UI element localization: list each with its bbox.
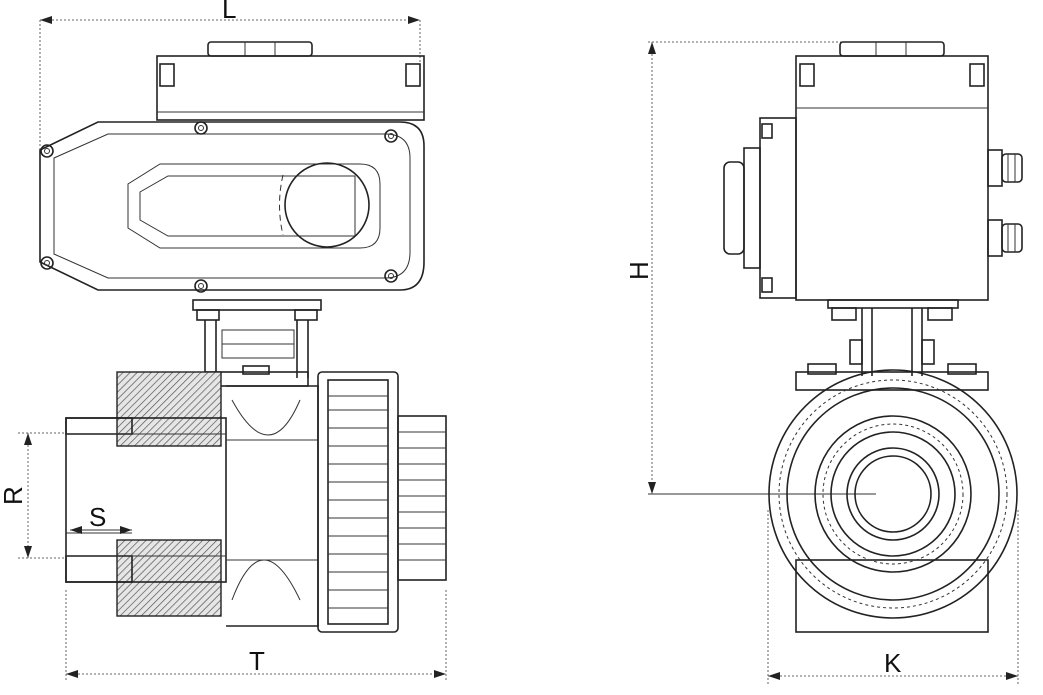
label-k: K bbox=[884, 648, 902, 678]
dimension-l bbox=[39, 16, 421, 150]
dimension-s bbox=[70, 526, 132, 534]
side-view: H bbox=[624, 41, 1023, 684]
side-mounting-bracket bbox=[795, 299, 989, 391]
actuator-top-box bbox=[156, 41, 425, 121]
actuator-main-body bbox=[39, 121, 425, 293]
side-actuator-box bbox=[723, 41, 1023, 301]
label-h: H bbox=[624, 261, 654, 280]
side-valve-face bbox=[768, 369, 1018, 633]
valve-body bbox=[65, 371, 447, 633]
label-l: L bbox=[222, 0, 236, 24]
dimension-t bbox=[65, 590, 447, 680]
dimension-h bbox=[648, 41, 876, 495]
dimension-k bbox=[767, 510, 1019, 684]
label-r: R bbox=[0, 486, 28, 505]
label-s: S bbox=[89, 502, 106, 532]
front-view: L bbox=[0, 0, 447, 680]
label-t: T bbox=[249, 646, 265, 676]
dimension-r bbox=[18, 432, 66, 559]
